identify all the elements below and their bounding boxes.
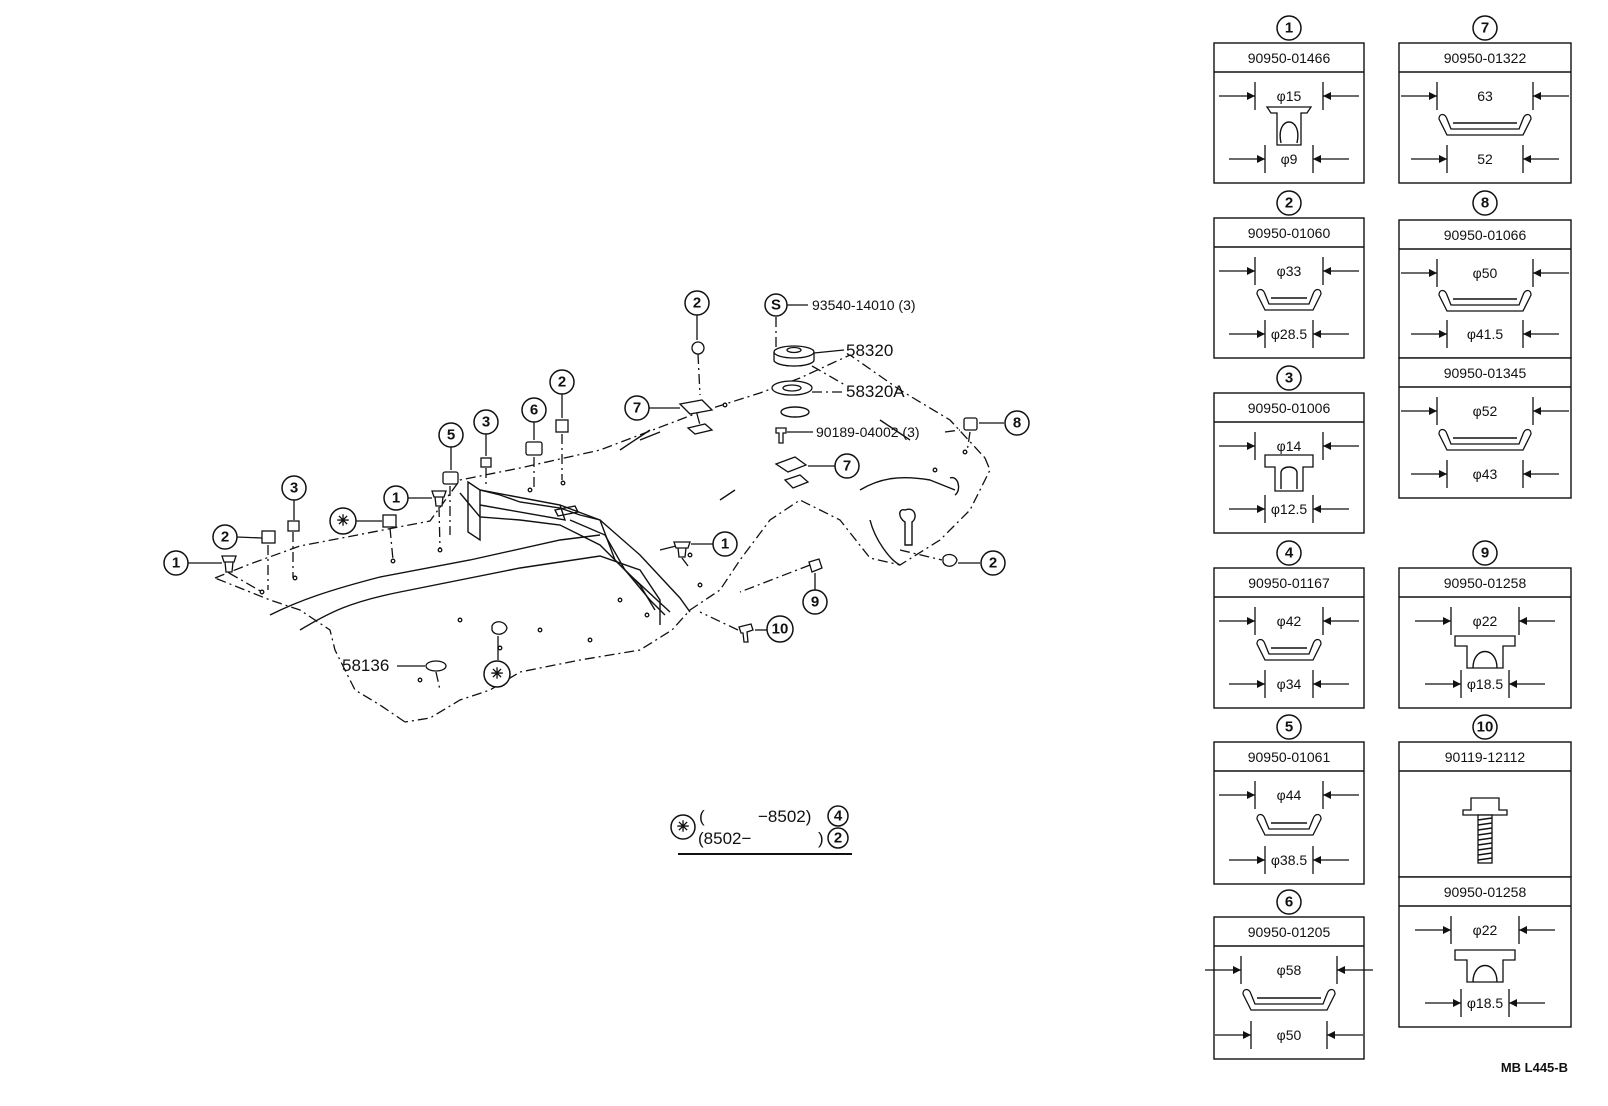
label-mount-upper: 58320	[846, 341, 893, 360]
part-number: 90950-01258	[1444, 884, 1527, 900]
part-cell: 90950-01345 φ52 φ43	[1398, 357, 1572, 499]
bottom-dimension: φ18.5	[1467, 676, 1504, 692]
top-dimension: φ22	[1473, 922, 1498, 938]
part-ref-number: 7	[1481, 20, 1489, 37]
part-number: 90950-01066	[1444, 227, 1527, 243]
body-mount-lower	[771, 380, 813, 396]
part-cell: 4 90950-01167 φ42 φ34	[1213, 540, 1365, 709]
top-dimension: φ44	[1277, 787, 1302, 803]
top-dimension: 63	[1477, 88, 1493, 104]
callout-1-right: 1	[721, 536, 729, 553]
part-number: 90950-01466	[1248, 50, 1331, 66]
top-dimension: φ22	[1473, 613, 1498, 629]
callout-2-mid: 2	[558, 374, 566, 391]
part-number: 90950-01167	[1248, 575, 1330, 591]
callout-star-left: ✳	[337, 513, 350, 530]
part-ref-number: 2	[1285, 195, 1293, 212]
bottom-dimension: φ50	[1277, 1027, 1302, 1043]
part-ref-number: 3	[1285, 370, 1293, 387]
legend-row2-ref: 2	[834, 830, 842, 847]
legend-row2-value: (8502−	[698, 829, 751, 848]
part-ref-number: 5	[1285, 719, 1293, 736]
part-ref-number: 4	[1285, 545, 1294, 562]
label-pad: 58136	[342, 656, 389, 675]
callout-star-bottom: ✳	[491, 666, 504, 683]
bottom-dimension: φ41.5	[1467, 326, 1504, 342]
label-bolt-s: 93540-14010 (3)	[812, 297, 916, 313]
callout-s: S	[771, 297, 781, 314]
top-dimension: φ42	[1277, 613, 1302, 629]
callout-7-upper: 7	[633, 400, 641, 417]
part-cell: 3 90950-01006 φ14 φ12.5	[1213, 365, 1365, 534]
top-dimension: φ52	[1473, 403, 1498, 419]
part-cell: 5 90950-01061 φ44 φ38.5	[1213, 714, 1365, 885]
legend-row2-close: )	[818, 829, 824, 848]
part-cell: 9 90950-01258 φ22 φ18.5	[1398, 540, 1572, 709]
part-ref-number: 10	[1477, 719, 1494, 736]
part-cell: 1 90950-01466 φ15 φ9	[1213, 15, 1365, 184]
callout-9: 9	[811, 594, 819, 611]
callout-10: 10	[772, 621, 789, 638]
star-legend: ✳ ( −8502) 4 (8502− ) 2	[670, 805, 852, 855]
part-number: 90950-01345	[1444, 365, 1527, 381]
callout-2-right: 2	[989, 555, 997, 572]
plug-callouts: 1 2 3 ✳ 1 5 3	[163, 290, 1030, 691]
callout-1-mid: 1	[392, 490, 400, 507]
part-number: 90950-01258	[1444, 575, 1527, 591]
bottom-dimension: φ18.5	[1467, 995, 1504, 1011]
callout-1: 1	[172, 555, 180, 572]
floor-holes	[259, 402, 968, 683]
callout-5: 5	[447, 427, 455, 444]
top-dimension: φ14	[1277, 438, 1302, 454]
label-mount-lower: 58320A	[846, 382, 905, 401]
figure-code: MB L445-B	[1501, 1060, 1568, 1075]
part-number: 90950-01006	[1248, 400, 1331, 416]
callout-2-left: 2	[221, 529, 229, 546]
part-cell: 6 90950-01205 φ58 φ50	[1205, 889, 1373, 1060]
part-ref-number: 9	[1481, 545, 1489, 562]
callout-7-lower: 7	[843, 458, 851, 475]
bottom-dimension: φ34	[1277, 676, 1302, 692]
part-cell: 90950-01258 φ22 φ18.5	[1398, 876, 1572, 1028]
callout-3-left: 3	[290, 480, 298, 497]
bottom-dimension: φ9	[1281, 151, 1298, 167]
callout-8: 8	[1013, 415, 1021, 432]
top-dimension: φ50	[1473, 265, 1498, 281]
callout-6: 6	[530, 402, 538, 419]
part-cell: 10 90119-12112	[1398, 714, 1572, 878]
bottom-dimension: φ43	[1473, 466, 1498, 482]
legend-row1-ref: 4	[834, 808, 843, 825]
top-dimension: φ58	[1277, 962, 1302, 978]
part-number: 90119-12112	[1445, 749, 1526, 765]
part-table: 190950-01466φ15φ9790950-013226352290950-…	[1205, 15, 1572, 1060]
part-number: 90950-01205	[1248, 924, 1331, 940]
body-mount-upper	[773, 345, 815, 367]
part-ref-number: 6	[1285, 894, 1293, 911]
bottom-dimension: 52	[1477, 151, 1493, 167]
bottom-dimension: φ28.5	[1271, 326, 1308, 342]
label-bolt-lower: 90189-04002 (3)	[816, 424, 920, 440]
part-cell: 8 90950-01066 φ50 φ41.5	[1398, 190, 1572, 359]
part-number: 90950-01060	[1248, 225, 1331, 241]
bottom-dimension: φ38.5	[1271, 852, 1308, 868]
part-cell: 2 90950-01060 φ33 φ28.5	[1213, 190, 1365, 359]
top-dimension: φ15	[1277, 88, 1302, 104]
top-dimension: φ33	[1277, 263, 1302, 279]
bottom-dimension: φ12.5	[1271, 501, 1308, 517]
legend-row1-value: −8502)	[758, 807, 811, 826]
legend-star-icon: ✳	[677, 819, 690, 836]
part-cell: 7 90950-01322 63 52	[1398, 15, 1572, 184]
callout-3-mid: 3	[482, 414, 490, 431]
legend-row1-open: (	[699, 807, 705, 826]
part-number: 90950-01061	[1248, 749, 1331, 765]
part-ref-number: 1	[1285, 20, 1293, 37]
part-ref-number: 8	[1481, 195, 1489, 212]
callout-2-top: 2	[693, 295, 701, 312]
floor-pan-drawing	[214, 354, 991, 723]
part-number: 90950-01322	[1444, 50, 1527, 66]
